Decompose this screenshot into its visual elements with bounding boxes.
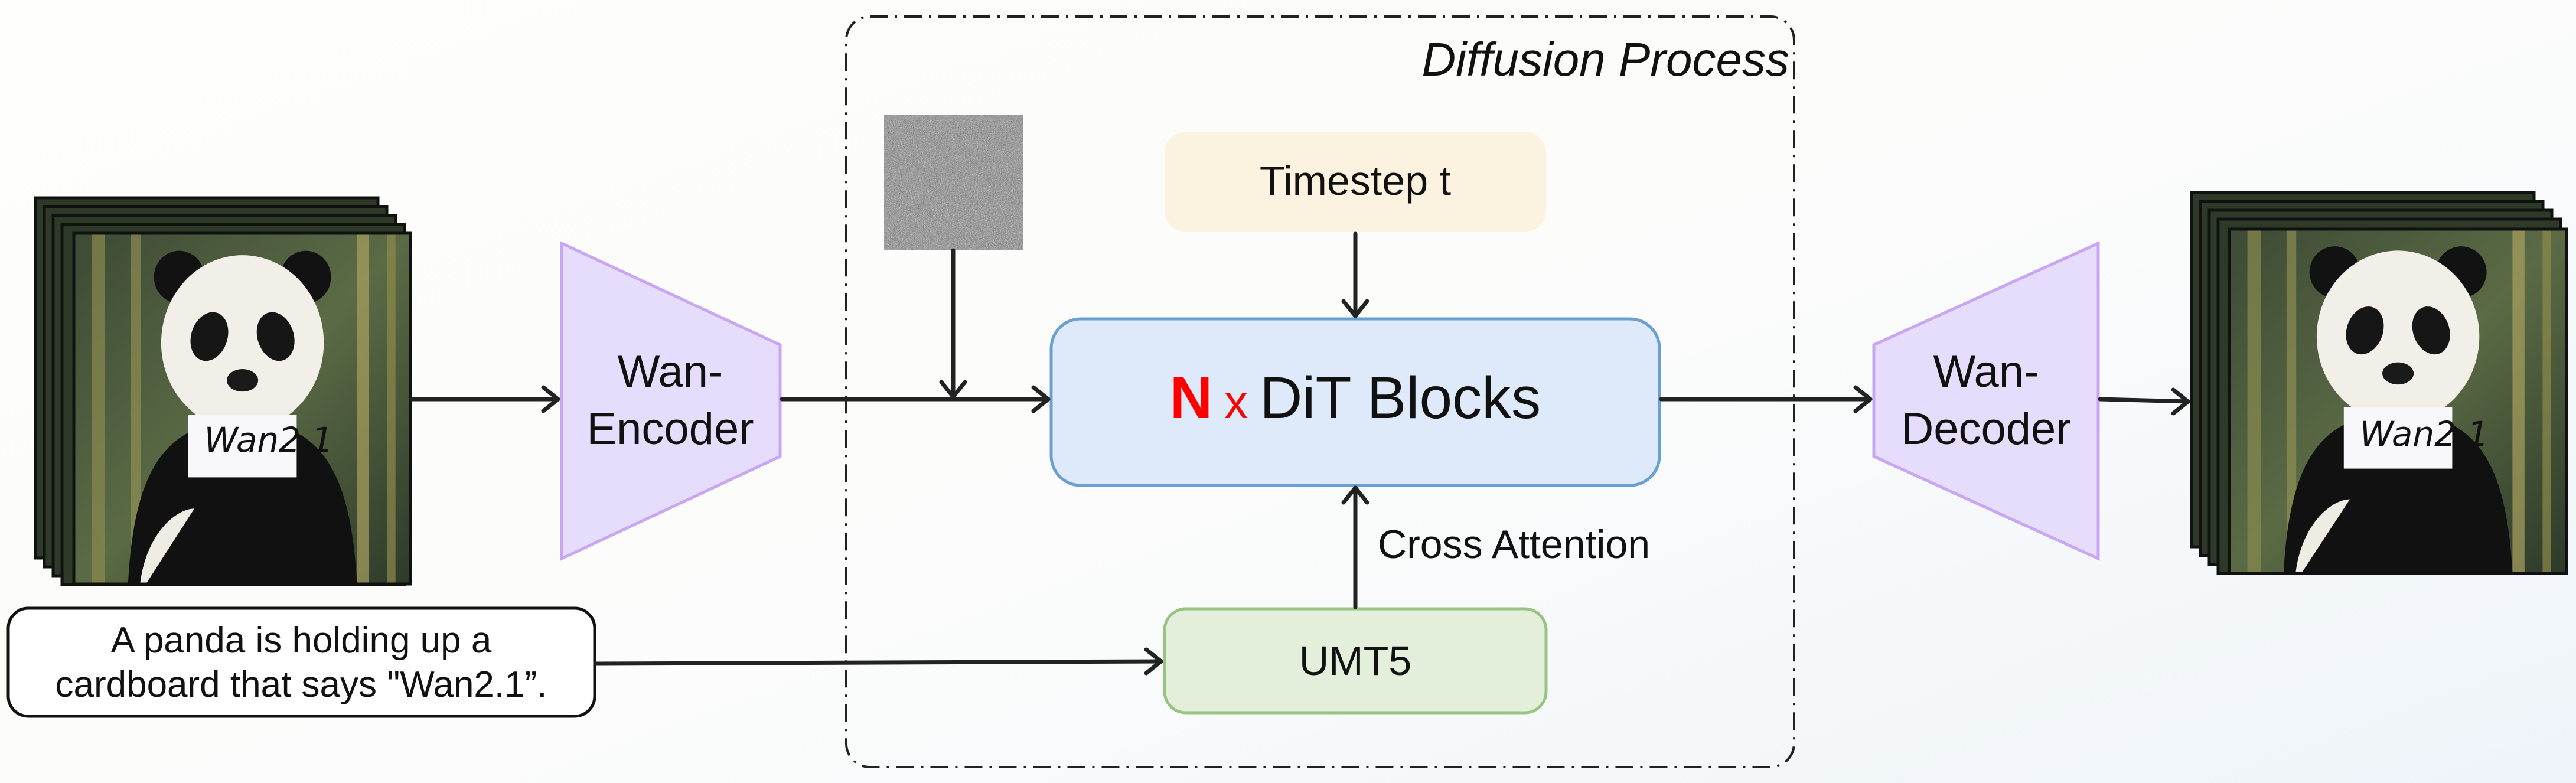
- output-video-frames: Wan2.1: [2190, 191, 2568, 575]
- encoder-label-line2: Encoder: [586, 404, 754, 454]
- timestep-label: Timestep t: [1260, 158, 1451, 204]
- input-sign-text: Wan2.1: [204, 420, 334, 460]
- input-video-frames: Wan2.1: [34, 196, 412, 586]
- arrow-timestep-to-dit: [1341, 231, 1369, 318]
- wan-decoder: Wan- Decoder: [1872, 241, 2100, 561]
- decoder-label-line1: Wan-: [1933, 347, 2039, 397]
- diffusion-process-label: Diffusion Process: [1422, 33, 1789, 86]
- prompt-line2: cardboard that says "Wan2.1”.: [55, 664, 547, 705]
- diffusion-process-container: [845, 15, 1795, 768]
- arrow-umt5-to-dit: [1341, 485, 1369, 609]
- cross-attention-label: Cross Attention: [1378, 522, 1650, 567]
- text-prompt-box: A panda is holding up a cardboard that s…: [6, 606, 596, 718]
- dit-count-n: N: [1170, 365, 1212, 431]
- arrow-noise-to-dit: [939, 248, 967, 399]
- timestep-box: Timestep t: [1165, 132, 1546, 232]
- wan-encoder: Wan- Encoder: [560, 241, 782, 561]
- arrows: [409, 231, 2190, 676]
- arrow-encoder-to-dit: [780, 385, 1051, 413]
- arrow-decoder-to-output: [2098, 387, 2190, 416]
- encoder-label-line1: Wan-: [618, 347, 723, 397]
- arrow-dit-to-decoder: [1659, 385, 1873, 413]
- arrow-prompt-to-umt5: [594, 647, 1163, 676]
- noise-latent-image: [884, 115, 1023, 250]
- decoder-label-line2: Decoder: [1901, 404, 2070, 454]
- dit-times-x: x: [1224, 376, 1248, 428]
- arrow-input-to-encoder: [409, 385, 560, 413]
- dit-blocks-label: DiT Blocks: [1260, 365, 1541, 431]
- umt5-label: UMT5: [1299, 638, 1412, 684]
- prompt-line1: A panda is holding up a: [111, 620, 492, 661]
- output-sign-text: Wan2.1: [2360, 414, 2489, 454]
- umt5-box: UMT5: [1163, 607, 1548, 715]
